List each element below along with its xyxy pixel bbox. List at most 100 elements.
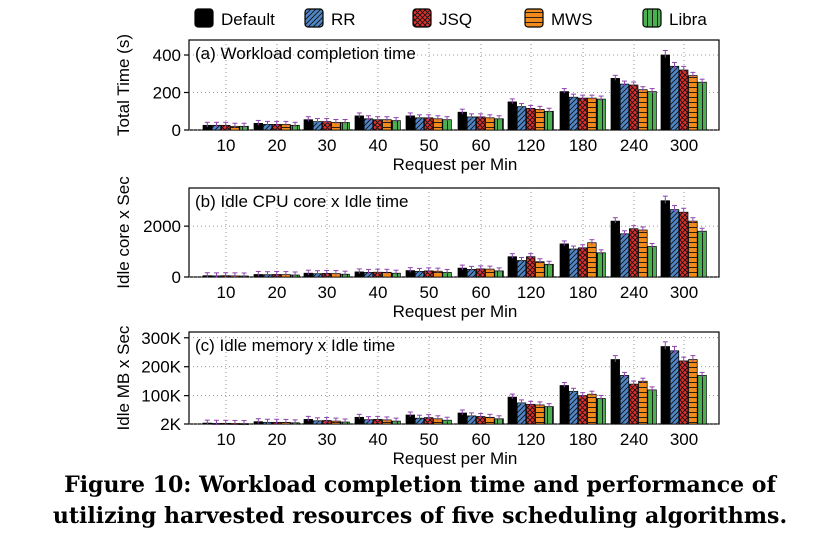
x-tick-label: 40 [369,136,388,155]
y-tick-label: 2K [160,415,181,434]
bar-rr [669,65,680,131]
bar-mws [535,404,545,425]
bar-default [405,115,415,131]
bar-mws [638,89,648,131]
bar-rr [619,233,630,278]
bar-libra [697,81,707,131]
x-tick-label: 30 [318,136,337,155]
bar-default [457,111,467,131]
bar-rr [516,402,527,425]
legend-item-jsq: JSQ [412,8,472,29]
legend-item-libra: Libra [642,8,707,29]
bar-default [559,243,569,278]
bar-default [559,91,569,131]
panel-title: (a) Workload completion time [195,44,416,63]
bar-libra [544,406,554,425]
x-axis-label: Request per Min [393,155,518,174]
x-tick-label: 10 [217,430,236,449]
bar-default [507,101,517,131]
y-tick-label: 400 [153,46,181,65]
bar-jsq [526,256,536,278]
x-tick-label: 240 [620,136,648,155]
legend-label: RR [331,10,356,29]
bar-jsq [578,247,588,278]
y-axis-label: Idle MB x Sec [114,325,133,430]
x-tick-label: 20 [268,430,287,449]
legend-label: Libra [669,10,707,29]
x-axis-label: Request per Min [393,449,518,468]
legend-swatch [642,8,662,28]
x-tick-label: 50 [420,430,439,449]
bar-libra [544,263,554,278]
bar-default [610,220,620,278]
bar-default [610,78,620,131]
legend-swatch [304,8,324,28]
bar-libra [544,110,554,131]
x-tick-label: 300 [670,136,698,155]
y-axis-label: Total Time (s) [114,34,133,136]
bar-default [660,200,670,278]
x-tick-label: 60 [472,430,491,449]
bar-default [507,396,517,425]
bar-libra [647,246,657,278]
bar-jsq [679,69,689,131]
bar-mws [535,109,545,131]
x-tick-label: 60 [472,136,491,155]
bar-rr [619,83,630,131]
y-tick-label: 200 [153,84,181,103]
x-tick-label: 120 [517,430,545,449]
bar-jsq [526,403,536,425]
y-tick-label: 100K [141,387,181,406]
bar-jsq [629,228,639,278]
x-tick-label: 20 [268,283,287,302]
bar-jsq [578,97,588,131]
bar-default [610,359,620,425]
bar-mws [688,220,698,278]
bar-rr [669,209,680,278]
panel-title: (b) Idle CPU core x Idle time [195,192,409,211]
x-tick-label: 40 [369,283,388,302]
x-tick-label: 20 [268,136,287,155]
bar-rr [568,248,579,278]
x-tick-label: 180 [569,136,597,155]
x-tick-label: 30 [318,430,337,449]
legend-item-mws: MWS [524,8,593,29]
x-tick-label: 10 [217,136,236,155]
legend-swatch [524,8,544,28]
bar-jsq [476,116,486,131]
bar-mws [587,97,597,131]
bar-default [559,385,569,425]
bar-default [354,115,364,131]
x-axis-label: Request per Min [393,302,518,321]
x-tick-label: 120 [517,136,545,155]
bar-rr [414,117,425,131]
bar-libra [647,91,657,131]
bar-rr [669,350,680,425]
bar-default [507,256,517,278]
caption-line-2: utilizing harvested resources of five sc… [52,503,788,529]
bar-libra [647,389,657,425]
x-tick-label: 60 [472,283,491,302]
bar-default [660,54,670,131]
bar-mws [638,229,648,278]
bar-rr [568,390,579,425]
legend-item-default: Default [194,8,275,29]
x-tick-label: 10 [217,283,236,302]
legend-label: MWS [551,10,593,29]
bar-rr [619,375,630,425]
x-tick-label: 50 [420,283,439,302]
bar-mws [535,261,545,278]
x-tick-label: 180 [569,430,597,449]
y-tick-label: 200K [141,358,181,377]
legend-label: JSQ [439,10,472,29]
bar-libra [596,398,606,425]
legend-item-rr: RR [304,8,356,29]
bar-rr [516,106,527,131]
bar-rr [516,260,527,278]
x-tick-label: 120 [517,283,545,302]
bar-mws [638,380,648,425]
bar-mws [688,75,698,131]
